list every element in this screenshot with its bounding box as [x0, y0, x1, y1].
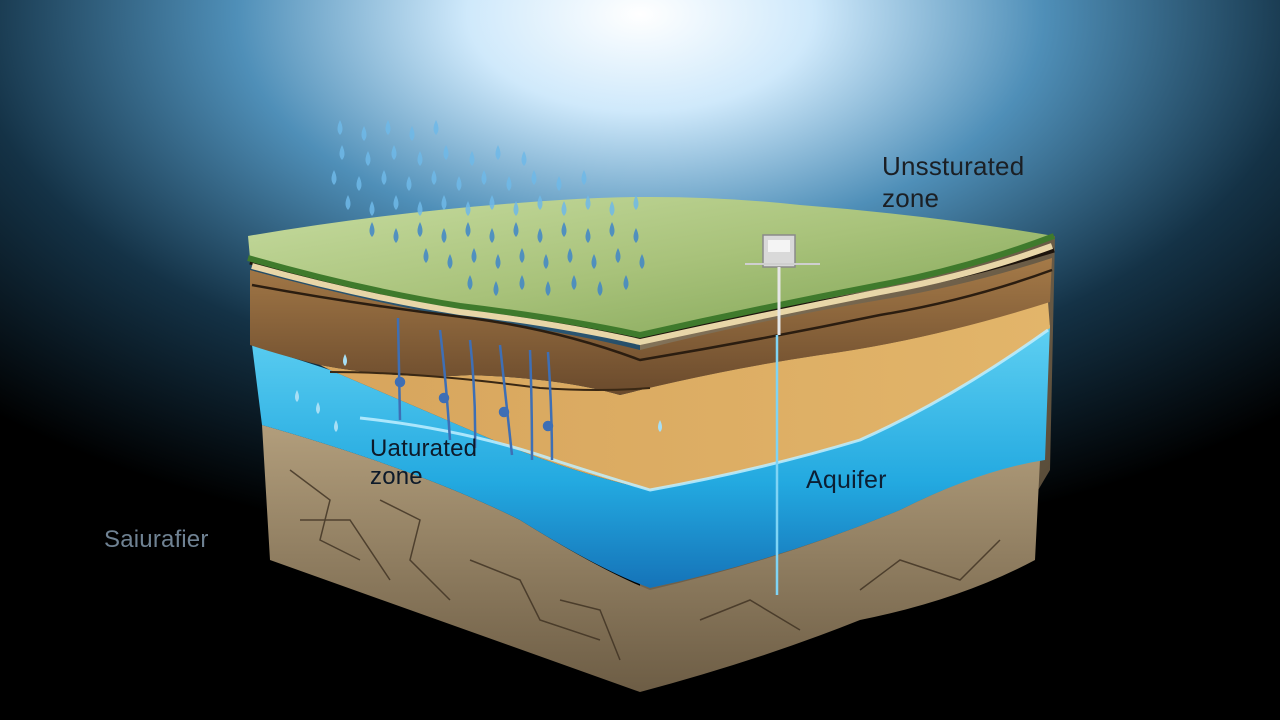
rain-drop-icon [447, 254, 453, 269]
rain-drop-icon [331, 170, 337, 185]
aquifer-layer [252, 325, 1050, 588]
unsaturated-zone-label-line2: zone [882, 183, 940, 213]
rain-drop-icon [513, 201, 519, 216]
block-front-face [249, 247, 1055, 692]
rain-drop-icon [489, 228, 495, 243]
rain-drop-icon [581, 170, 587, 185]
saturated-side-label: Saiuraﬁer [104, 526, 209, 553]
rain-drop-icon [345, 195, 351, 210]
rain-drop-icon [433, 120, 439, 135]
rain-drop-icon [385, 120, 391, 135]
rain-drops [295, 120, 662, 432]
ground-surface [248, 196, 1054, 335]
infiltration-arrows [394, 317, 554, 461]
rain-drop-icon [393, 195, 399, 210]
rain-drop-icon [417, 151, 423, 166]
rain-drop-icon [469, 151, 475, 166]
rain-drop-icon [365, 151, 371, 166]
rain-drop-icon [406, 176, 412, 191]
rain-drop-icon [391, 145, 397, 160]
unsaturated-zone-label: Unssturated zone [882, 150, 1024, 214]
middle-zone-label-line1: Uaturated [370, 435, 478, 462]
rain-drop-icon [556, 176, 562, 191]
rain-drop-icon [417, 222, 423, 237]
rain-drop-icon [639, 254, 645, 269]
rain-drop-icon [441, 195, 447, 210]
rain-drop-icon [506, 176, 512, 191]
unsaturated-zone-label-line1: Unssturated [882, 151, 1025, 181]
rain-drop-icon [467, 275, 473, 290]
rain-drop-icon [567, 248, 573, 263]
rain-drop-icon [441, 228, 447, 243]
rain-drop-icon [471, 248, 477, 263]
rain-drop-icon [495, 254, 501, 269]
rain-drop-icon [545, 281, 551, 296]
rain-drop-icon [393, 228, 399, 243]
rain-drop-icon [519, 275, 525, 290]
rain-drop-icon [513, 222, 519, 237]
rain-drop-icon [537, 195, 543, 210]
rain-drop-icon [481, 170, 487, 185]
rain-drop-icon [417, 201, 423, 216]
rain-drop-icon [633, 228, 639, 243]
rain-drop-icon [561, 222, 567, 237]
rain-drop-icon [489, 195, 495, 210]
middle-zone-label: Uaturated zone [370, 435, 477, 491]
rain-drop-icon [531, 170, 537, 185]
rain-drop-icon [521, 151, 527, 166]
rain-drop-icon [339, 145, 345, 160]
rain-drop-icon [571, 275, 577, 290]
bedrock-layer [262, 425, 1040, 692]
rain-drop-icon [369, 222, 375, 237]
aquifer-label: Aquifer [806, 466, 887, 494]
rain-drop-icon [597, 281, 603, 296]
water-drop-icon [658, 420, 662, 432]
soil-layer [250, 258, 1052, 395]
rain-drop-icon [537, 228, 543, 243]
rain-drop-icon [431, 170, 437, 185]
rain-drop-icon [609, 201, 615, 216]
rain-drop-icon [337, 120, 343, 135]
rain-drop-icon [615, 248, 621, 263]
rain-drop-icon [456, 176, 462, 191]
rain-drop-icon [591, 254, 597, 269]
rain-drop-icon [361, 126, 367, 141]
rain-drop-icon [423, 248, 429, 263]
rain-drop-icon [495, 145, 501, 160]
rain-drop-icon [356, 176, 362, 191]
rain-drop-icon [561, 201, 567, 216]
rain-drop-icon [633, 195, 639, 210]
rain-drop-icon [585, 228, 591, 243]
rain-drop-icon [409, 126, 415, 141]
rain-drop-icon [443, 145, 449, 160]
rain-drop-icon [369, 201, 375, 216]
rain-drop-icon [519, 248, 525, 263]
water-drop-icon [295, 390, 299, 402]
rain-drop-icon [465, 222, 471, 237]
water-drop-icon [343, 354, 347, 366]
well-icon [745, 234, 820, 595]
rain-drop-icon [493, 281, 499, 296]
rain-drop-icon [585, 195, 591, 210]
rain-drop-icon [543, 254, 549, 269]
water-drop-icon [316, 402, 320, 414]
middle-zone-label-line2: zone [370, 463, 423, 490]
water-drop-icon [334, 420, 338, 432]
rain-drop-icon [623, 275, 629, 290]
rain-drop-icon [381, 170, 387, 185]
rain-drop-icon [465, 201, 471, 216]
rain-drop-icon [609, 222, 615, 237]
